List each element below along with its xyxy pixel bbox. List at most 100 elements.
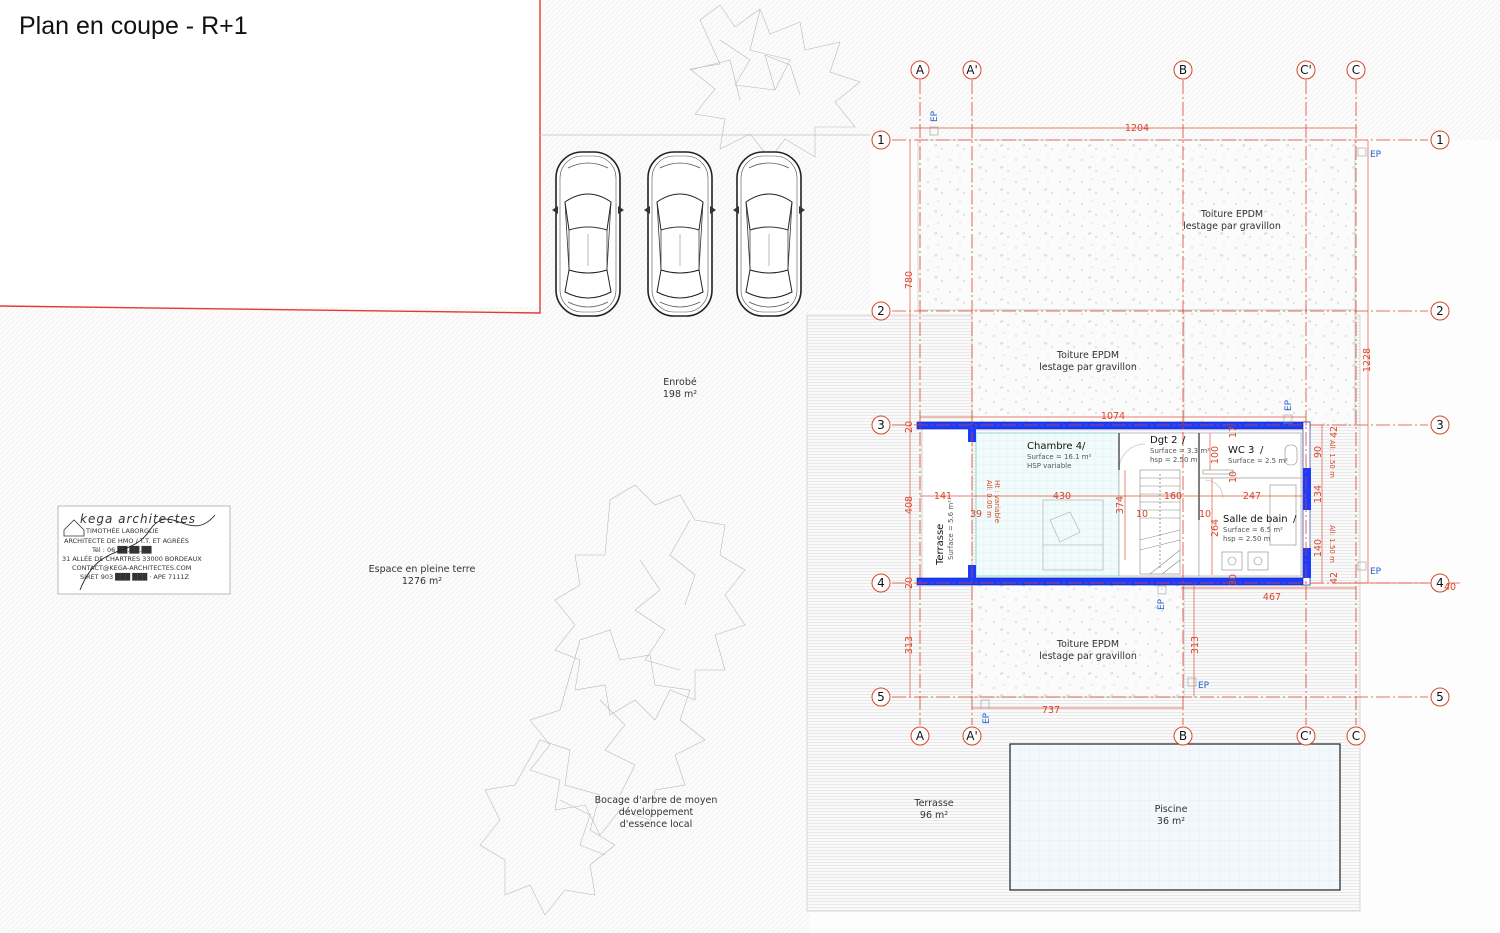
bathroom-fixtures bbox=[1221, 444, 1298, 571]
car-1 bbox=[551, 151, 625, 317]
room-dgt-name: Dgt 2 bbox=[1150, 435, 1178, 446]
axis-col-c2-top: C' bbox=[1300, 63, 1312, 77]
axis-col-a2-bottom: A' bbox=[966, 729, 978, 743]
ht-note: Ht : variable bbox=[993, 480, 1001, 523]
dim-100: 100 bbox=[1210, 446, 1221, 464]
enrobe-area: 198 m² bbox=[663, 389, 697, 400]
dim-42b: 42 bbox=[1329, 572, 1340, 584]
terrasse-ext-area: 96 m² bbox=[920, 810, 948, 821]
roof-bottom bbox=[971, 583, 1185, 698]
ep-label-2: EP bbox=[1370, 150, 1382, 160]
bocage-line2: développement bbox=[619, 807, 694, 818]
enrobe-name: Enrobé bbox=[663, 377, 697, 388]
axis-bubbles bbox=[871, 60, 1450, 746]
plan-title: Plan en coupe - R+1 bbox=[19, 12, 248, 40]
staircase bbox=[1139, 469, 1181, 575]
dim-20b: 20 bbox=[904, 577, 915, 589]
room-dgt-surface: Surface = 3.3 m² bbox=[1150, 447, 1210, 455]
dim-374: 374 bbox=[1115, 496, 1126, 514]
roof-top bbox=[917, 139, 1356, 311]
bedroom-floor bbox=[975, 432, 1120, 577]
northern-lot bbox=[540, 0, 1500, 140]
dim-17: 17 bbox=[1228, 426, 1239, 438]
dim-39: 39 bbox=[970, 509, 982, 520]
dim-42a: 42 bbox=[1329, 426, 1340, 438]
ep-label-3: EP bbox=[1284, 399, 1294, 411]
terrace-balcony bbox=[921, 427, 973, 581]
dim-134: 134 bbox=[1313, 485, 1324, 503]
stamp-role: ARCHITECTE DE HMO / T.T. ET AGRÉÉS bbox=[64, 536, 189, 545]
bed bbox=[1042, 499, 1104, 571]
dim-313b: 313 bbox=[1190, 636, 1201, 654]
pool bbox=[1009, 743, 1341, 891]
room-terrasse-surface: Surface = 5.6 m² bbox=[947, 500, 955, 560]
car-2 bbox=[643, 151, 717, 317]
axis-row-4-right: 4 bbox=[1436, 576, 1444, 590]
bocage-line3: d'essence local bbox=[620, 819, 692, 830]
stamp-contact: CONTACT@KEGA-ARCHITECTES.COM bbox=[72, 564, 191, 572]
property-line bbox=[0, 0, 541, 314]
dim-30: 30 bbox=[1228, 574, 1239, 586]
ep-label-5: EP bbox=[1157, 598, 1167, 610]
axis-row-2-right: 2 bbox=[1436, 304, 1444, 318]
roof-mid-name: Toiture EPDM bbox=[1056, 350, 1119, 361]
axis-col-a-top: A bbox=[916, 63, 925, 77]
room-chambre-slash: / bbox=[1082, 441, 1086, 452]
dim-408: 408 bbox=[904, 496, 915, 514]
signature bbox=[79, 514, 216, 591]
room-chambre-surface: Surface = 16.1 m² bbox=[1027, 453, 1092, 461]
dim-1204: 1204 bbox=[1125, 123, 1149, 134]
axis-row-3-left: 3 bbox=[877, 418, 885, 432]
roof-top-sub: lestage par gravillon bbox=[1183, 221, 1281, 232]
axis-row-5-right: 5 bbox=[1436, 690, 1444, 704]
room-sdb-hsp: hsp = 2.50 m bbox=[1223, 535, 1271, 543]
roof-bottom-name: Toiture EPDM bbox=[1056, 639, 1119, 650]
dim-264: 264 bbox=[1210, 519, 1221, 537]
dim-140: 140 bbox=[1313, 539, 1324, 557]
window-note-1: All: 1.50 m bbox=[1328, 440, 1336, 478]
structural-grid bbox=[892, 80, 1428, 725]
room-dgt-slash: / bbox=[1182, 435, 1186, 446]
dim-10c: 10 bbox=[1228, 471, 1239, 483]
room-wc-surface: Surface = 2.5 m² bbox=[1228, 457, 1288, 465]
allege-note: All: 0.00 m bbox=[985, 480, 993, 518]
axis-col-c2-bottom: C' bbox=[1300, 729, 1312, 743]
axis-row-5-left: 5 bbox=[877, 690, 885, 704]
hallway-floor bbox=[1118, 432, 1200, 577]
ep-label-1: EP bbox=[930, 110, 940, 122]
dim-313a: 313 bbox=[904, 636, 915, 654]
room-wc-name: WC 3 bbox=[1228, 445, 1254, 456]
axis-row-3-right: 3 bbox=[1436, 418, 1444, 432]
tree-canopy-top bbox=[689, 4, 861, 160]
tree-canopy-bottom bbox=[479, 484, 746, 916]
room-sdb-surface: Surface = 6.5 m² bbox=[1223, 526, 1283, 534]
dim-10b: 10 bbox=[1199, 509, 1211, 520]
ep-markers: EP EP EP EP EP EP EP bbox=[929, 110, 1382, 724]
ep-label-4: EP bbox=[1370, 567, 1382, 577]
architect-stamp: kega architectes TIMOTHÉE LABORGLIE ARCH… bbox=[57, 505, 231, 595]
room-wc-slash: / bbox=[1260, 445, 1264, 456]
dim-20a: 20 bbox=[904, 421, 915, 433]
pleine-terre-name: Espace en pleine terre bbox=[369, 564, 476, 575]
dim-141: 141 bbox=[934, 491, 952, 502]
terrasse-ext-name: Terrasse bbox=[913, 798, 953, 809]
dim-780: 780 bbox=[904, 271, 915, 289]
stamp-firm: kega architectes bbox=[80, 512, 196, 526]
stamp-name: TIMOTHÉE LABORGLIE bbox=[85, 526, 159, 535]
axis-col-a-bottom: A bbox=[916, 729, 925, 743]
roof-mid bbox=[971, 309, 1356, 426]
dim-160: 160 bbox=[1164, 491, 1182, 502]
dim-10a: 10 bbox=[1136, 509, 1148, 520]
room-terrasse-name: Terrasse bbox=[935, 524, 946, 566]
bathroom-floor bbox=[1198, 477, 1302, 577]
room-sdb-name: Salle de bain bbox=[1223, 514, 1288, 525]
axis-row-1-right: 1 bbox=[1436, 133, 1444, 147]
axis-col-b-bottom: B bbox=[1179, 729, 1187, 743]
axis-row-1-left: 1 bbox=[877, 133, 885, 147]
axis-col-c-top: C bbox=[1352, 63, 1360, 77]
dim-430: 430 bbox=[1053, 491, 1071, 502]
dim-1074: 1074 bbox=[1101, 411, 1125, 422]
piscine-area: 36 m² bbox=[1157, 816, 1185, 827]
window-note-2: All: 1.50 m bbox=[1328, 525, 1336, 563]
